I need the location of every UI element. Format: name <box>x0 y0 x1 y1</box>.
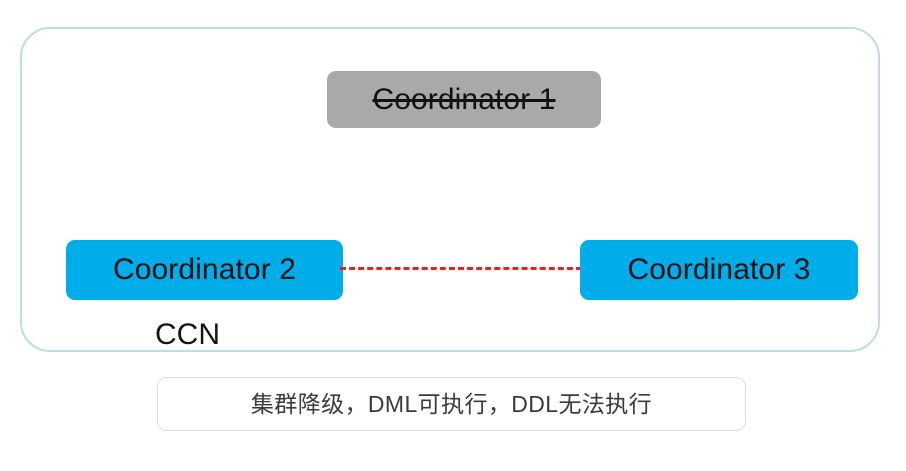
node-coordinator-3-label: Coordinator 3 <box>627 253 811 286</box>
node-coordinator-1[interactable]: Coordinator 1 <box>327 71 601 128</box>
ccn-label: CCN <box>155 318 220 351</box>
status-note-box: 集群降级，DML可执行，DDL无法执行 <box>157 377 746 431</box>
status-note-text: 集群降级，DML可执行，DDL无法执行 <box>250 390 653 417</box>
link-coordinator2-coordinator3 <box>340 267 582 274</box>
node-coordinator-3[interactable]: Coordinator 3 <box>580 240 858 300</box>
node-coordinator-2[interactable]: Coordinator 2 <box>66 240 343 300</box>
node-coordinator-2-label: Coordinator 2 <box>112 253 297 286</box>
cluster-boundary: Coordinator 1 Coordinator 2 Coordinator … <box>20 27 880 352</box>
node-coordinator-1-label: Coordinator 1 <box>372 82 556 116</box>
